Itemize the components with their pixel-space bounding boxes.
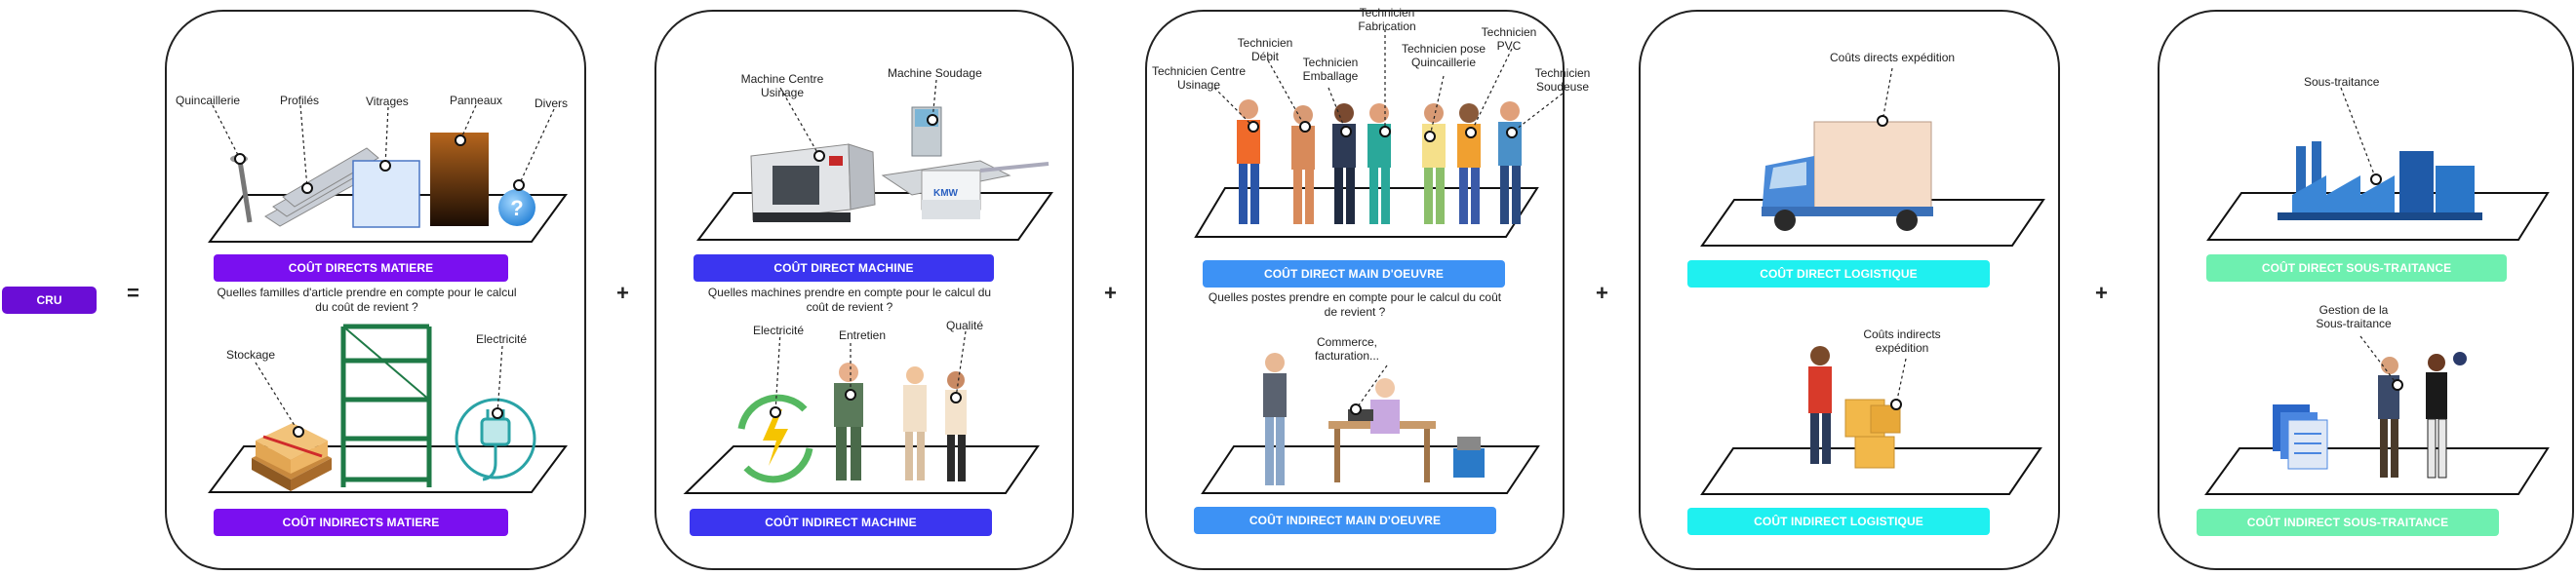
marker-tech-fabrication (1379, 126, 1391, 137)
question-machines: Quelles machines prendre en compte pour … (707, 286, 992, 314)
marker-gestion-sous-traitance (2392, 379, 2403, 391)
plus-sign-4: + (2095, 281, 2108, 305)
marker-vitrages (379, 160, 391, 172)
label-kmw-brand: KMW (933, 188, 958, 199)
label-logistique-indirecte: Coûts indirects expédition (1863, 327, 1941, 355)
label-tech-usinage: Technicien Centre Usinage (1151, 64, 1247, 92)
label-panneaux: Panneaux (450, 94, 503, 107)
label-quincaillerie: Quincaillerie (176, 94, 241, 107)
marker-tech-pvc (1465, 127, 1477, 138)
marker-entretien (845, 389, 856, 401)
marker-tech-emballage (1340, 126, 1352, 137)
question-labor: Quelles postes prendre en compte pour le… (1208, 290, 1502, 319)
bar-indirect-subcontracting: COÛT INDIRECT SOUS-TRAITANCE (2197, 509, 2499, 536)
plus-sign-3: + (1596, 281, 1608, 305)
bar-indirect-labor-text: COÛT INDIRECT MAIN D'OEUVRE (1248, 514, 1442, 527)
marker-divers (513, 179, 525, 191)
marker-panneaux (455, 134, 466, 146)
label-centre-usinage: Machine Centre Usinage (740, 72, 824, 99)
marker-electricite-matiere (492, 407, 503, 419)
bar-direct-logistics: COÛT DIRECT LOGISTIQUE (1687, 260, 1990, 288)
bar-indirect-machines: COÛT INDIRECT MACHINE (690, 509, 992, 536)
marker-sous-traitance (2370, 173, 2382, 185)
bar-indirect-labor: COÛT INDIRECT MAIN D'OEUVRE (1194, 507, 1496, 534)
marker-tech-soudeuse (1506, 127, 1518, 138)
bar-indirect-logistics-text: COÛT INDIRECT LOGISTIQUE (1754, 515, 1923, 528)
bar-direct-labor: COÛT DIRECT MAIN D'OEUVRE (1203, 260, 1505, 288)
panel-logistics (1639, 10, 2060, 570)
marker-tech-debit (1299, 121, 1311, 133)
bar-indirect-materials-text: COÛT INDIRECTS MATIERE (282, 516, 440, 529)
bar-indirect-subcontracting-text: COÛT INDIRECT SOUS-TRAITANCE (2246, 516, 2449, 529)
marker-qualite (950, 392, 962, 403)
label-tech-soudeuse: Technicien Soudeuse (1534, 66, 1591, 94)
label-qualite: Qualité (946, 319, 984, 332)
plus-sign-2: + (1104, 281, 1117, 305)
cru-badge: CRU (2, 287, 97, 314)
label-vitrages: Vitrages (366, 95, 409, 108)
bar-direct-machines: COÛT DIRECT MACHINE (694, 254, 994, 282)
bar-indirect-materials: COÛT INDIRECTS MATIERE (214, 509, 508, 536)
marker-profiles (301, 182, 313, 194)
plus-sign-1: + (616, 281, 629, 305)
bar-indirect-machines-text: COÛT INDIRECT MACHINE (765, 516, 917, 529)
label-tech-emballage: Technicien Emballage (1302, 56, 1359, 83)
question-materials: Quelles familles d'article prendre en co… (217, 286, 517, 314)
label-entretien: Entretien (839, 328, 887, 342)
marker-tech-usinage (1248, 121, 1259, 133)
bar-indirect-logistics: COÛT INDIRECT LOGISTIQUE (1687, 508, 1990, 535)
bar-direct-materials: COÛT DIRECTS MATIERE (214, 254, 508, 282)
marker-centre-usinage (813, 150, 825, 162)
marker-quincaillerie (234, 153, 246, 165)
marker-tech-quincaillerie (1424, 131, 1436, 142)
label-soudage: Machine Soudage (888, 66, 982, 80)
label-gestion-sous-traitance: Gestion de la Sous-traitance (2316, 303, 2392, 330)
label-electricite-machine: Electricité (753, 324, 805, 337)
marker-logistique-directe (1877, 115, 1888, 127)
label-electricite-matiere: Electricité (476, 332, 528, 346)
cru-label: CRU (36, 293, 62, 307)
label-tech-pvc: Technicien PVC (1481, 25, 1537, 53)
bar-direct-labor-text: COÛT DIRECT MAIN D'OEUVRE (1263, 267, 1445, 281)
label-divers: Divers (535, 96, 569, 110)
bar-direct-materials-text: COÛT DIRECTS MATIERE (288, 261, 434, 275)
label-logistique-directe: Coûts directs expédition (1830, 51, 1956, 64)
label-tech-quincaillerie: Technicien pose Quincaillerie (1401, 42, 1486, 69)
marker-electricite-machine (770, 406, 781, 418)
label-profiles: Profilés (280, 94, 320, 107)
bar-direct-subcontracting-text: COÛT DIRECT SOUS-TRAITANCE (2261, 261, 2452, 275)
label-commerce: Commerce, facturation... (1314, 335, 1380, 363)
marker-soudage (927, 114, 938, 126)
label-tech-fabrication: Technicien Fabrication (1358, 6, 1416, 33)
marker-logistique-indirecte (1890, 399, 1902, 410)
panel-subcontracting (2158, 10, 2574, 570)
equals-sign: = (127, 281, 139, 305)
label-stockage: Stockage (226, 348, 276, 362)
label-tech-debit: Technicien Débit (1237, 36, 1293, 63)
label-sous-traitance: Sous-traitance (2304, 75, 2380, 89)
bar-direct-machines-text: COÛT DIRECT MACHINE (773, 261, 914, 275)
marker-commerce (1350, 403, 1362, 415)
marker-stockage (293, 426, 304, 438)
bar-direct-logistics-text: COÛT DIRECT LOGISTIQUE (1760, 267, 1918, 281)
bar-direct-subcontracting: COÛT DIRECT SOUS-TRAITANCE (2206, 254, 2507, 282)
